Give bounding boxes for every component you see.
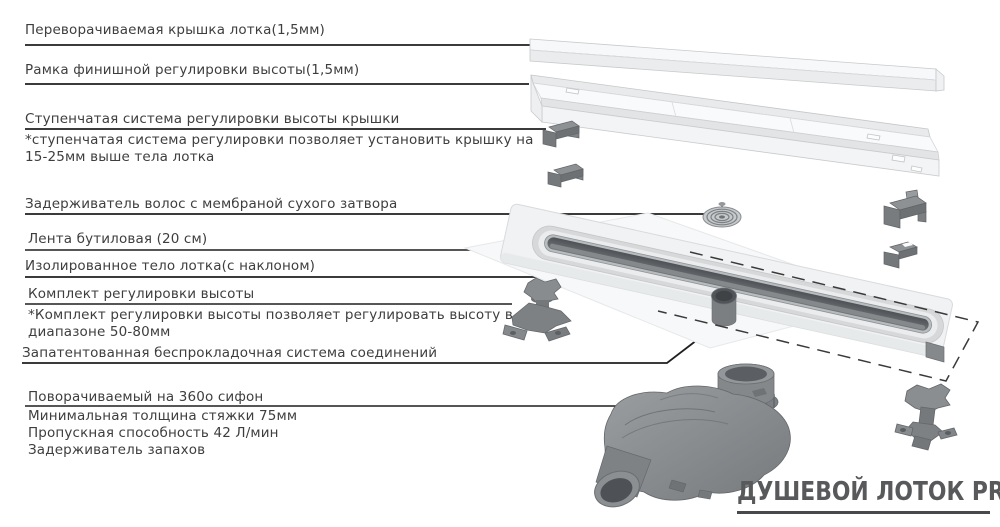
adjust-foot-part xyxy=(894,383,958,451)
frame-clip-1 xyxy=(883,189,927,229)
drain-outlet-part xyxy=(711,287,737,327)
note-height-kit-line1: *Комплект регулировки высоты позволяет р… xyxy=(28,307,513,323)
label-hair-catcher: Задерживатель волос с мембраной сухого з… xyxy=(25,196,398,212)
step-clip-1 xyxy=(542,120,580,148)
height-kit-part xyxy=(502,277,572,342)
note-step-system-line2: 15-25мм выше тела лотка xyxy=(25,149,215,165)
label-cover: Переворачиваемая крышка лотка(1,5мм) xyxy=(25,22,325,38)
product-title: ДУШЕВОЙ ЛОТОК PREMIUM xyxy=(737,477,1000,507)
siphon-part xyxy=(594,363,791,508)
label-tray-body: Изолированное тело лотка(с наклоном) xyxy=(25,258,316,274)
leader-lines xyxy=(22,44,715,407)
frame-clip-2 xyxy=(883,241,918,269)
label-height-kit: Комплект регулировки высоты xyxy=(28,286,255,302)
finish-frame-part xyxy=(530,74,940,177)
tray-body-part xyxy=(499,203,953,359)
note-step-system-line1: *ступенчатая система регулировки позволя… xyxy=(25,132,534,148)
siphon-specs: Минимальная толщина стяжки 75мм Пропускн… xyxy=(28,408,297,459)
note-height-kit: *Комплект регулировки высоты позволяет р… xyxy=(28,307,513,341)
installation-outline xyxy=(657,251,980,382)
siphon-spec-thickness: Минимальная толщина стяжки 75мм xyxy=(28,408,298,424)
label-connection: Запатентованная беспрокладочная система … xyxy=(22,345,438,361)
label-siphon: Поворачиваемый на 360о сифон xyxy=(28,389,264,405)
tray-foot xyxy=(925,341,945,363)
note-step-system: *ступенчатая система регулировки позволя… xyxy=(25,132,534,166)
siphon-spec-flow: Пропускная способность 42 Л/мин xyxy=(28,425,279,441)
label-step-system: Ступенчатая система регулировки высоты к… xyxy=(25,111,400,127)
label-finish-frame: Рамка финишной регулировки высоты(1,5мм) xyxy=(25,62,360,78)
siphon-spec-odor: Задерживатель запахов xyxy=(28,442,206,458)
cover-part xyxy=(529,38,945,92)
label-butyl-tape: Лента бутиловая (20 см) xyxy=(28,231,208,247)
step-clip-2 xyxy=(547,163,584,188)
title-underline xyxy=(737,511,990,514)
hair-catcher-part xyxy=(702,202,742,228)
note-height-kit-line2: диапазоне 50-80мм xyxy=(28,324,171,340)
